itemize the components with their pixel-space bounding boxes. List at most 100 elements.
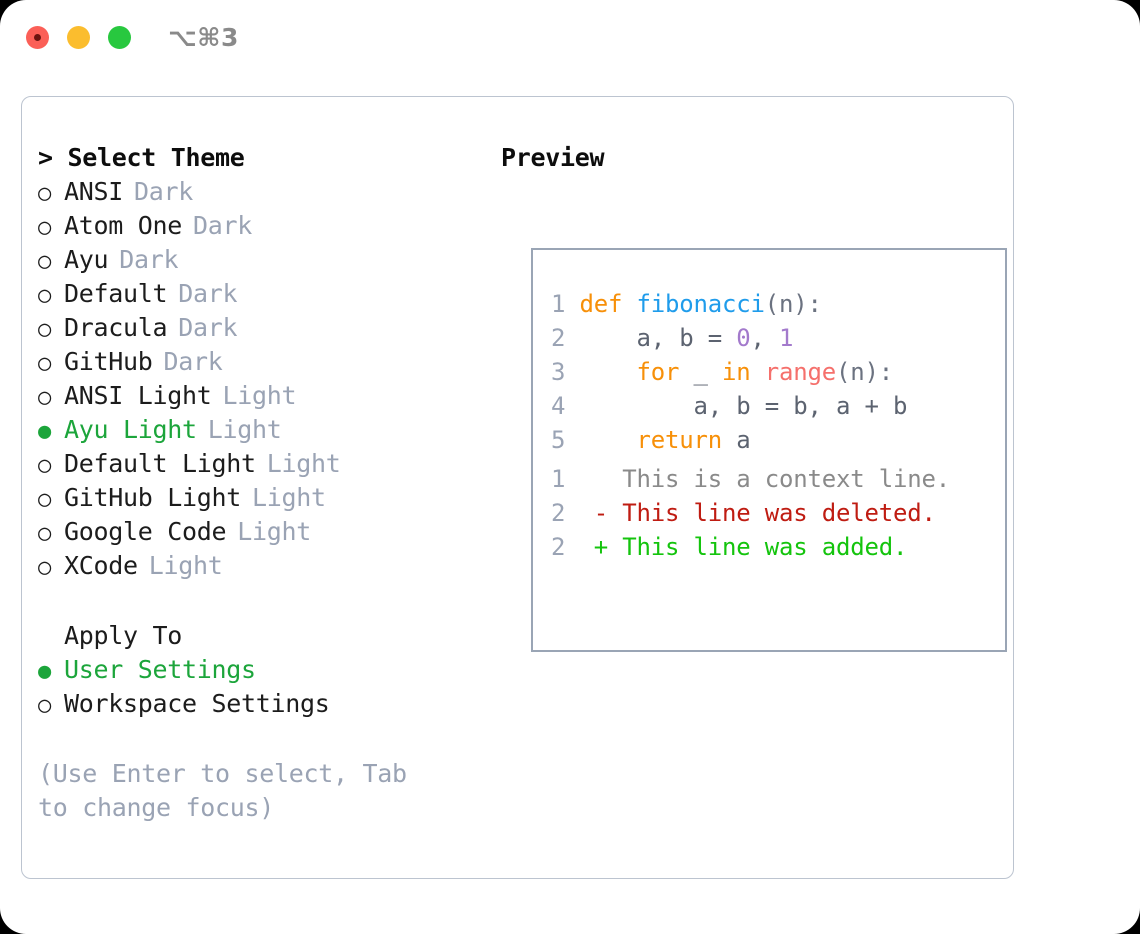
theme-option-name: Default Light	[64, 449, 256, 478]
diff-line-number: 2	[551, 533, 594, 561]
diff-line: 2 + This line was added.	[551, 530, 950, 564]
theme-option-kind: Dark	[178, 279, 238, 308]
radio-unselected-icon: ○	[38, 385, 51, 410]
theme-option-name: Atom One	[64, 211, 183, 240]
diff-line: 1 This is a context line.	[551, 462, 950, 496]
theme-option[interactable]: ○ ANSI Light Light	[38, 379, 490, 413]
select-theme-heading: > Select Theme	[38, 143, 245, 172]
code-token: def	[579, 290, 623, 318]
diff-line-text: This is a context line.	[593, 465, 950, 493]
preview-heading: Preview	[501, 143, 605, 172]
apply-to-option-label: Workspace Settings	[64, 689, 330, 718]
apply-to-option-label: User Settings	[64, 655, 256, 684]
radio-selected-icon: ●	[38, 659, 51, 684]
diff-line-number: 1	[551, 465, 594, 493]
theme-option-name: Ayu	[64, 245, 109, 274]
code-token: 1	[779, 324, 794, 352]
radio-unselected-icon: ○	[38, 181, 51, 206]
keyboard-shortcut-label: ⌥⌘3	[168, 23, 239, 52]
code-token: return	[636, 426, 723, 454]
code-token: a	[722, 426, 751, 454]
code-token: ,	[750, 324, 779, 352]
radio-unselected-icon: ○	[38, 487, 51, 512]
title-bar: ⌥⌘3	[0, 0, 1140, 78]
code-token: _	[679, 358, 722, 386]
theme-option-kind: Dark	[134, 177, 194, 206]
theme-option-name: ANSI Light	[64, 381, 212, 410]
code-token: 0	[736, 324, 751, 352]
diff-line: 2 - This line was deleted.	[551, 496, 950, 530]
radio-unselected-icon: ○	[38, 283, 51, 308]
maximize-button[interactable]	[108, 26, 131, 49]
theme-option[interactable]: ○ ANSI Dark	[38, 175, 490, 209]
theme-option[interactable]: ○ Default Dark	[38, 277, 490, 311]
theme-option-name: Default	[64, 279, 168, 308]
theme-option-kind: Light	[252, 483, 326, 512]
code-line: 5 return a	[551, 423, 907, 457]
theme-option-name: Dracula	[64, 313, 168, 342]
theme-option-name: GitHub	[64, 347, 153, 376]
code-token: a, b = b, a + b	[579, 392, 908, 420]
theme-option-kind: Dark	[178, 313, 238, 342]
code-token: in	[722, 358, 751, 386]
code-token: (n):	[836, 358, 893, 386]
code-token	[580, 426, 637, 454]
code-line-number: 5	[551, 426, 580, 454]
code-token: a, b =	[579, 324, 737, 352]
diff-sample: 1 This is a context line.2 - This line w…	[551, 462, 950, 564]
theme-option-kind: Dark	[193, 211, 253, 240]
radio-unselected-icon: ○	[38, 453, 51, 478]
theme-option-kind: Light	[148, 551, 223, 580]
code-token: range	[764, 358, 836, 386]
code-token	[751, 358, 765, 386]
diff-line-text: - This line was deleted.	[593, 499, 936, 527]
theme-option-name: Google Code	[64, 517, 227, 546]
theme-option[interactable]: ○ Default Light Light	[38, 447, 490, 481]
apply-to-option[interactable]: ● User Settings	[38, 653, 490, 687]
code-line: 2 a, b = 0, 1	[551, 321, 907, 355]
theme-option-kind: Light	[222, 381, 297, 410]
minimize-button[interactable]	[67, 26, 90, 49]
radio-unselected-icon: ○	[38, 693, 51, 718]
theme-option-kind: Dark	[119, 245, 179, 274]
code-token: fibonacci	[636, 290, 765, 318]
code-line-number: 2	[551, 324, 580, 352]
theme-option-name: XCode	[64, 551, 138, 580]
window-controls	[26, 26, 131, 49]
apply-to-heading: Apply To	[64, 621, 183, 650]
radio-unselected-icon: ○	[38, 555, 51, 580]
code-token	[622, 290, 636, 318]
code-token	[580, 358, 637, 386]
theme-option[interactable]: ○ XCode Light	[38, 549, 490, 583]
apply-to-options[interactable]: ● User Settings ○ Workspace Settings	[38, 653, 490, 721]
radio-selected-icon: ●	[38, 419, 51, 444]
theme-option-name: Ayu Light	[64, 415, 197, 444]
theme-option[interactable]: ● Ayu Light Light	[38, 413, 490, 447]
apply-to-group: Apply To ● User Settings ○ Workspace Settin…	[38, 619, 490, 721]
theme-option-kind: Light	[207, 415, 282, 444]
theme-option-name: GitHub Light	[64, 483, 242, 512]
diff-line-number: 2	[551, 499, 594, 527]
code-line: 3 for _ in range(n):	[551, 355, 907, 389]
code-token: for	[636, 358, 680, 386]
code-line-number: 4	[551, 392, 580, 420]
diff-line-text: + This line was added.	[593, 533, 908, 561]
theme-option[interactable]: ○ GitHub Light Light	[38, 481, 490, 515]
theme-option-name: ANSI	[64, 177, 124, 206]
code-line: 1 def fibonacci(n):	[551, 287, 907, 321]
keyboard-hint-text: (Use Enter to select, Tab to change focu…	[38, 759, 407, 822]
theme-option-kind: Light	[266, 449, 341, 478]
code-line: 4 a, b = b, a + b	[551, 389, 907, 423]
code-token: (n):	[764, 290, 822, 318]
close-button[interactable]	[26, 26, 49, 49]
apply-to-option[interactable]: ○ Workspace Settings	[38, 687, 490, 721]
